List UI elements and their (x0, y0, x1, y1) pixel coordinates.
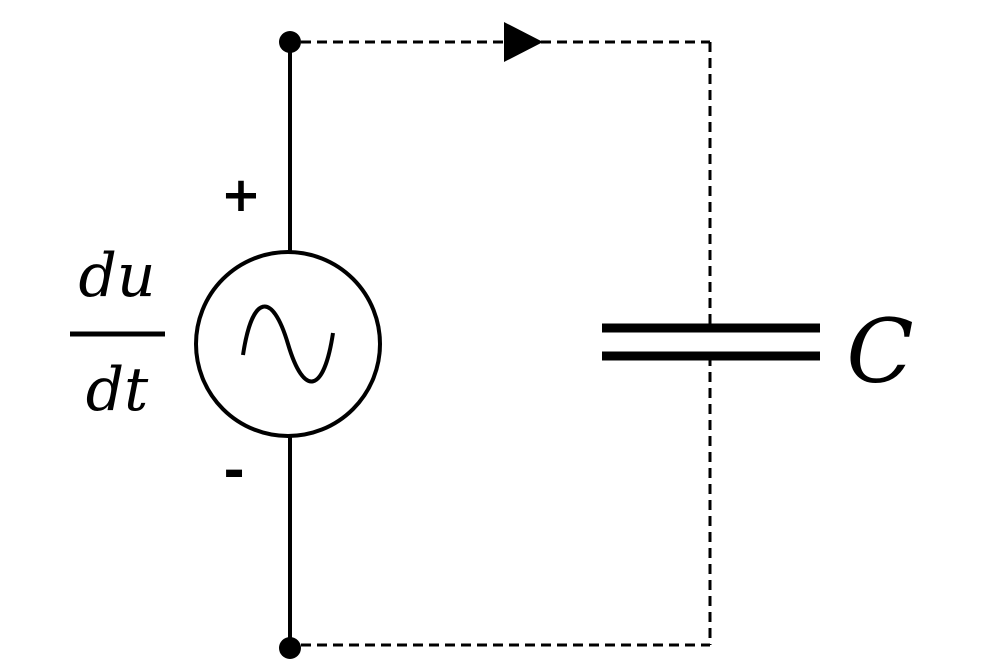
fraction-numerator: du (78, 241, 155, 311)
plus-sign: + (221, 167, 261, 223)
capacitor-label: C (846, 300, 913, 403)
top-node-dot (279, 31, 301, 53)
fraction-denominator: dt (86, 355, 149, 425)
bottom-node-dot (279, 637, 301, 659)
ac-source (194, 250, 382, 438)
capacitor (602, 323, 820, 361)
source-label-fraction: du dt (70, 241, 165, 425)
sine-wave-icon (241, 304, 335, 384)
minus-sign: - (223, 441, 245, 501)
current-arrow-icon (504, 22, 543, 62)
